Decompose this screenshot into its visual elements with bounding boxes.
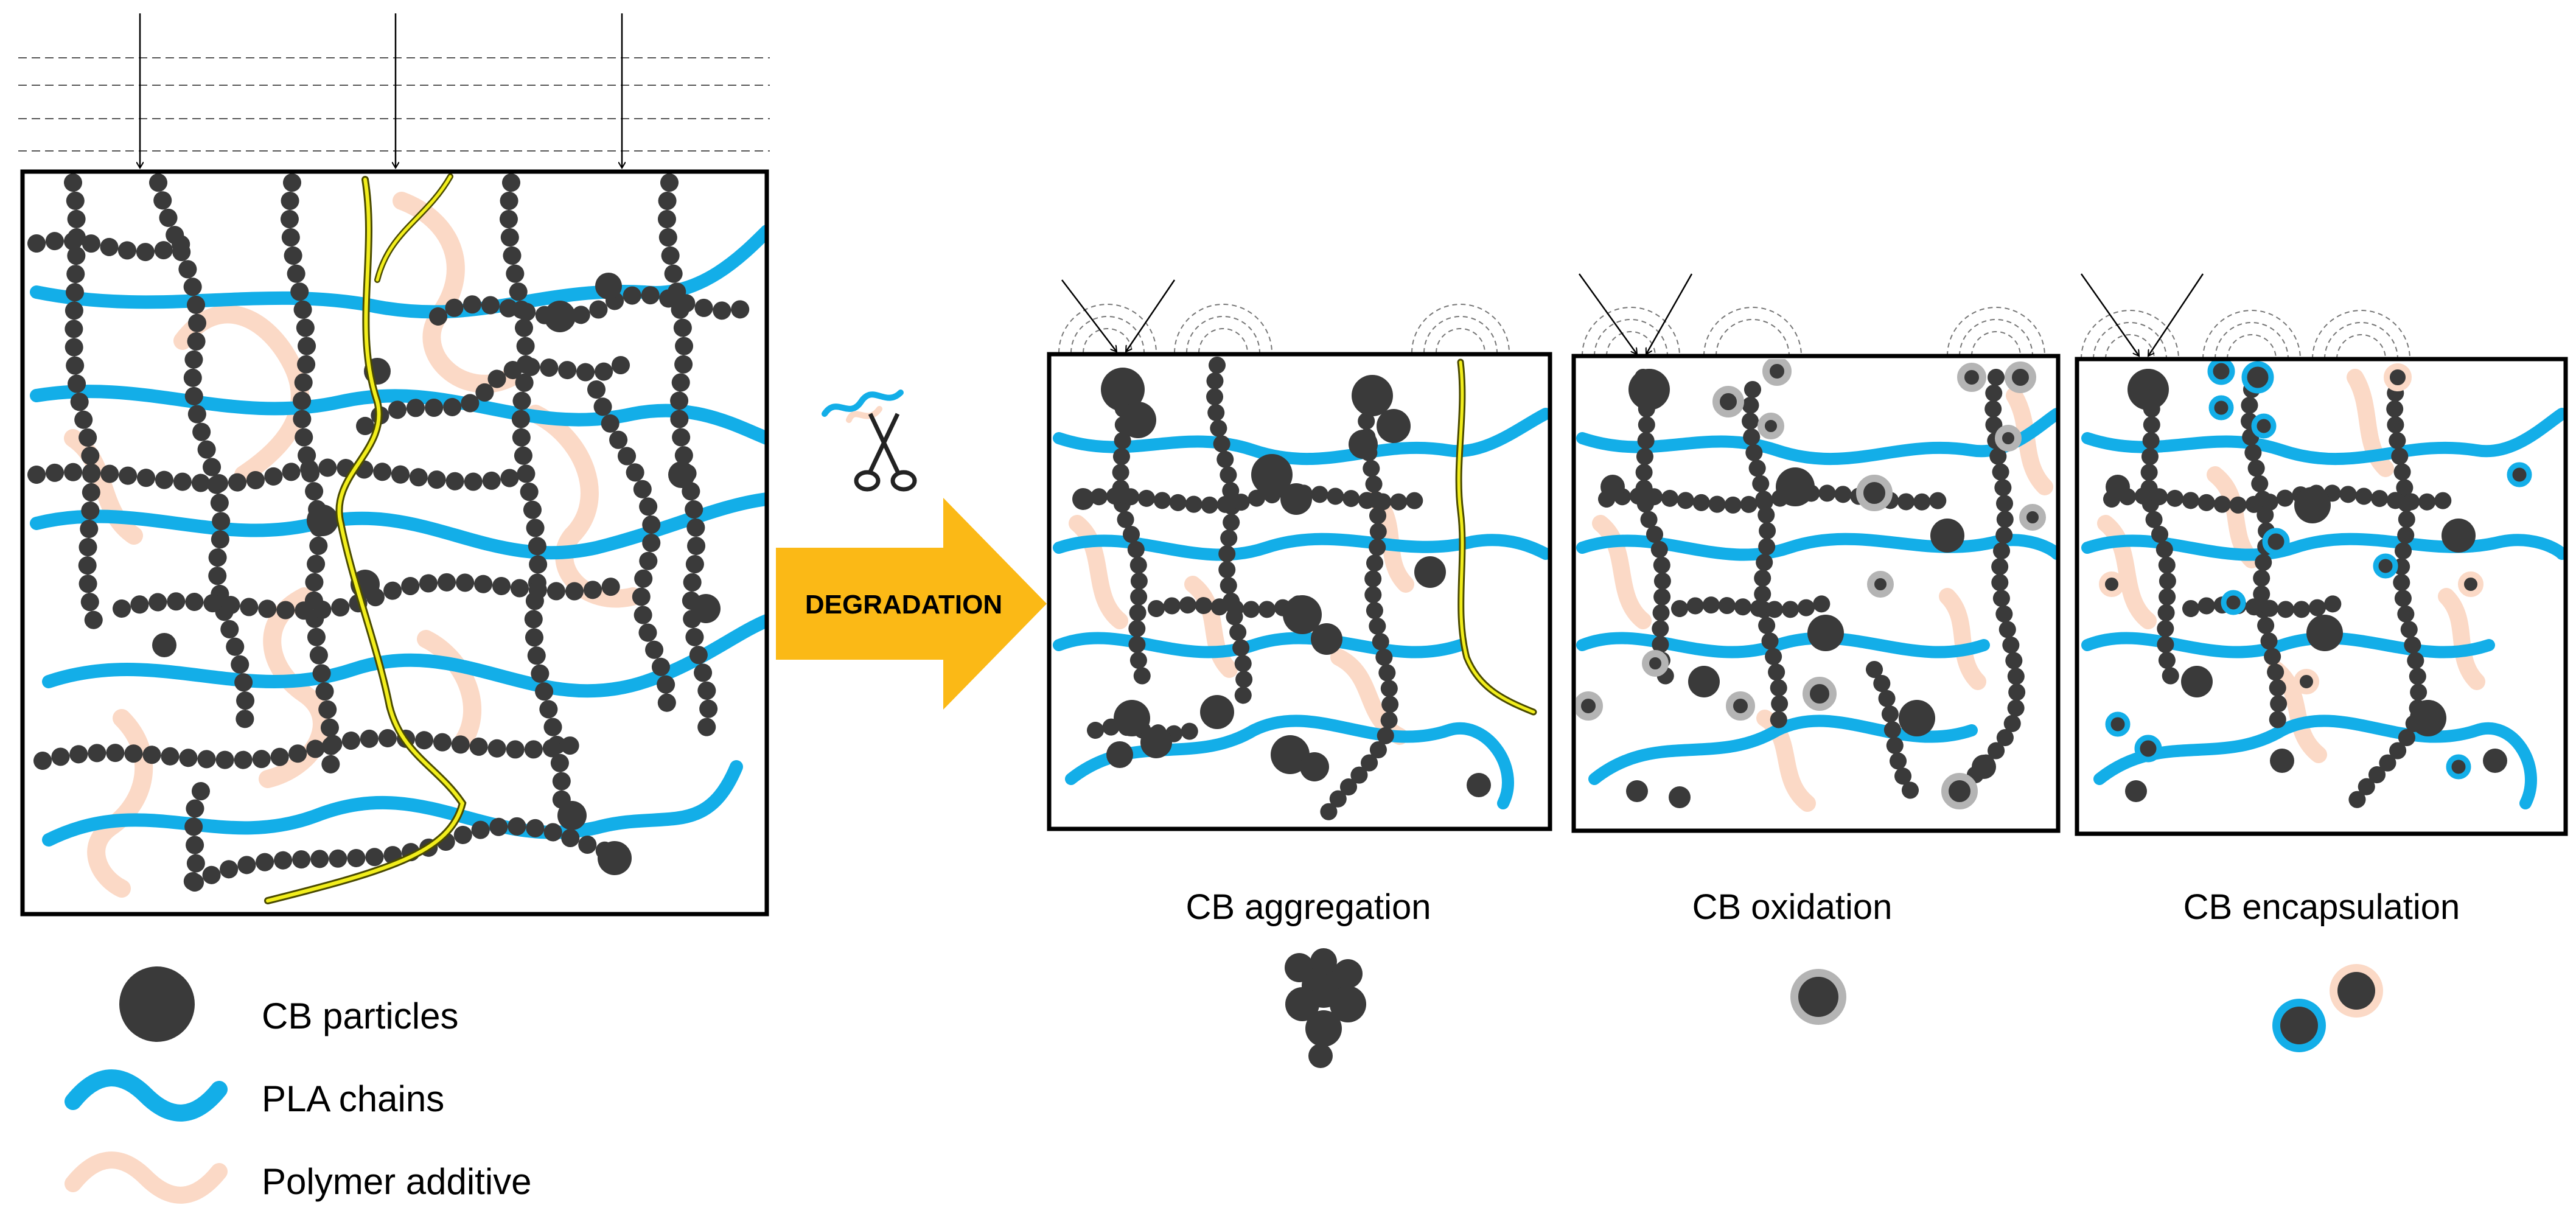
incident-light-arrow-icon [1578, 273, 1693, 354]
panel-cb-aggregation [1047, 352, 1552, 831]
legend-pla-chain-icon [65, 1069, 228, 1122]
encapsulated-cb-additive [2099, 363, 2484, 694]
incident-light [18, 13, 770, 168]
conductive-path [264, 173, 467, 904]
polymer-additive-chains [1592, 387, 2053, 812]
scattered-wave-icon [2081, 310, 2410, 360]
scissors-icon [822, 389, 917, 492]
cb-particles-small [1600, 369, 1996, 808]
scattered-wave-icon [1058, 304, 1510, 354]
mechanism-label-oxidation: CB oxidation [1692, 887, 1893, 927]
pla-chains [2081, 408, 2566, 809]
cb-aggregates [1072, 368, 1491, 797]
cb-aggregate-icon [1285, 948, 1366, 1068]
encapsulated-cb-pla [2105, 359, 2532, 780]
degradation-label: DEGRADATION [805, 590, 1002, 620]
cb-particle-network [1075, 357, 1433, 824]
legend-polymer-additive: Polymer additive [262, 1161, 532, 1202]
incident-light-arrow-icon [1061, 279, 1176, 352]
degradation-arrow: DEGRADATION [776, 498, 1047, 710]
oxidized-cb-particles [1576, 359, 2046, 809]
dashed-light-lines [18, 57, 770, 152]
legend: CB particles PLA chains Polymer additive [65, 966, 532, 1204]
panel-pristine [20, 169, 769, 917]
cb-particles-large [152, 273, 721, 875]
conductive-path [1455, 358, 1537, 716]
panel-cb-oxidation [1571, 354, 2061, 833]
cb-particles-small [2106, 369, 2507, 802]
panel-frame [1047, 352, 1552, 831]
panel-frame [1571, 354, 2061, 833]
mechanism-label-aggregation: CB aggregation [1185, 887, 1431, 927]
mechanism-label-encapsulation: CB encapsulation [2183, 887, 2460, 927]
incident-light-arrow-icon [2080, 273, 2204, 356]
legend-cb-particle-icon [119, 966, 195, 1042]
cb-particle-network [27, 173, 764, 898]
cb-particle-network [2103, 369, 2461, 812]
scattered-wave-icon [1582, 307, 2045, 357]
panel-frame [2075, 357, 2568, 836]
panel-cb-encapsulation [2075, 357, 2568, 836]
encapsulated-cb-icon [2272, 964, 2383, 1052]
oxidized-cb-icon [1790, 969, 1846, 1025]
legend-polymer-additive-icon [65, 1151, 228, 1204]
incident-light-arrow-icon [140, 13, 622, 168]
legend-pla-chains: PLA chains [262, 1078, 444, 1119]
legend-cb-particles: CB particles [262, 996, 458, 1036]
panel-frame [20, 169, 769, 917]
